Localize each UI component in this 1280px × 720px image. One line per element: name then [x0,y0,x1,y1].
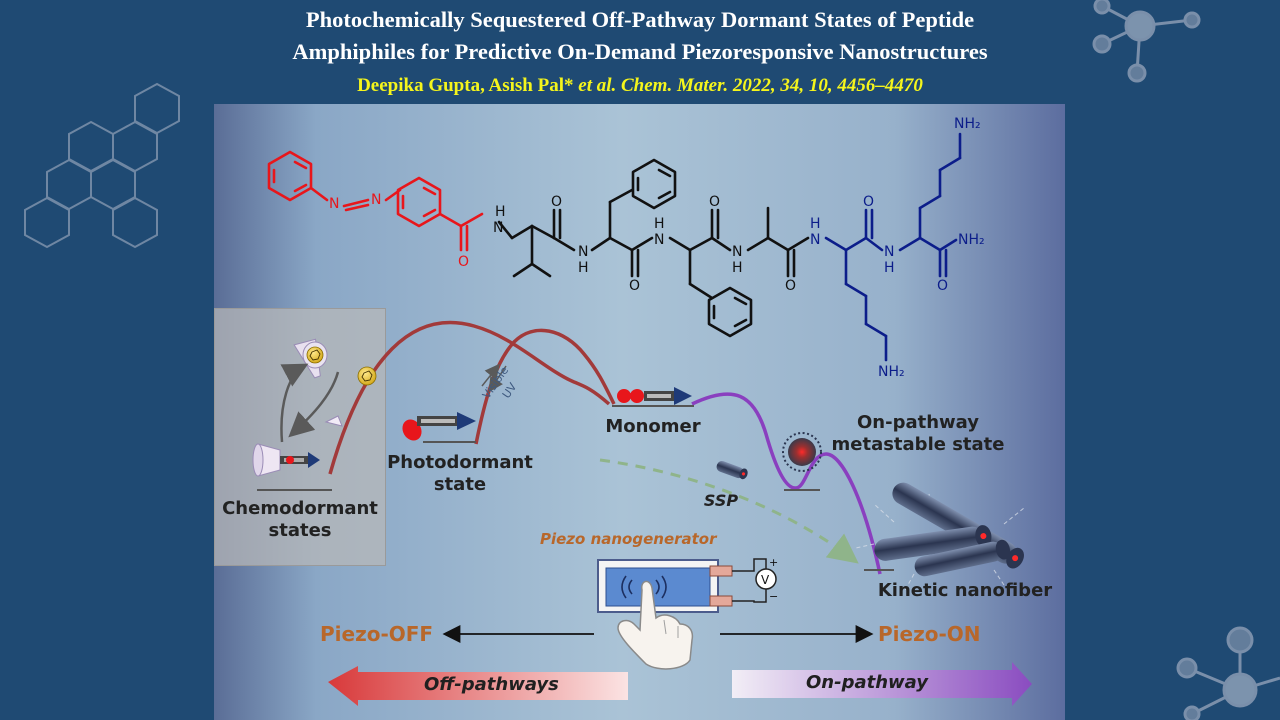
monomer-label: Monomer [605,416,701,437]
on-pathway-label-line2: metastable state [831,434,1005,455]
off-pathways-arrow-icon [328,666,628,706]
peptide-backbone [497,158,810,338]
lysine-groups [824,132,962,362]
atom-o-2: O [551,194,562,210]
on-pathway-metastable-label: On-pathway metastable state [820,412,1016,456]
atom-n-2: N [578,244,588,260]
atom-o-7: O [937,278,948,294]
atom-nh2-bottom: NH₂ [878,364,905,380]
authors: Deepika Gupta, Asish Pal* [357,75,574,96]
kinetic-nanofiber-icon [855,482,1025,593]
title-line-2: Amphiphiles for Predictive On-Demand Pie… [292,39,988,64]
atom-labels: N N O H N O N H O H N O N H O H N O N H … [329,116,985,380]
photodormant-energy-curve [474,328,616,445]
ssp-label: SSP [703,491,739,510]
piezo-nanogenerator-device-icon: V + − [597,556,778,613]
atom-n-5: N [810,232,820,248]
atom-nh2-top: NH₂ [954,116,981,132]
molecule-network-icon-bottom [1176,626,1280,720]
atom-o-4: O [709,194,720,210]
atom-h-2: H [578,260,589,276]
micelle-icon [782,432,822,472]
atom-o-5: O [785,278,796,294]
atom-h-4: H [732,260,743,276]
chemodormant-label-line2: states [268,520,332,541]
chemodormant-complex-icon [252,443,320,477]
azobenzene-group [267,150,484,252]
atom-o-1: O [458,254,469,270]
on-pathway-label-line1: On-pathway [857,412,979,433]
uv-arrow-icon [488,365,507,393]
atom-h-5: H [810,216,821,232]
on-pathway-label: On-pathway [806,672,928,693]
atom-nh2-amide: NH₂ [958,232,985,248]
atom-h-6: H [884,260,895,276]
atom-n-6: N [884,244,894,260]
monomer-molecule-icon [617,387,692,405]
atom-n-1: N [493,220,503,236]
peptide-amphiphile-structure [267,132,962,362]
citation: et al. Chem. Mater. 2022, 34, 10, 4456–4… [578,75,923,96]
photodormant-label-line1: Photodormant [387,452,533,473]
chemodormant-label: Chemodormant states [222,498,378,542]
ssp-pathway-arrow-icon [599,458,859,564]
atom-h-3: H [654,216,665,232]
photodormant-label: Photodormant state [382,452,538,496]
figure-drawing: N N O H N O N H O H N O N H O H N O N H … [252,116,1032,706]
cyclodextrin-cone-top-icon [293,338,328,379]
on-pathway-energy-curve [691,392,882,575]
atom-o-6: O [863,194,874,210]
atom-n-4: N [732,244,742,260]
atom-o-3: O [629,278,640,294]
piezo-nanogenerator-label: Piezo nanogenerator [540,530,717,548]
chemodormant-label-line1: Chemodormant [222,498,378,519]
photodormant-molecule-icon [402,412,476,441]
ssp-fiber-icon [716,460,748,480]
voltmeter-plus: + [769,556,778,569]
author-citation: Deepika Gupta, Asish Pal* et al. Chem. M… [0,74,1280,98]
cyclodextrin-small-icon [324,415,343,427]
photodormant-label-line2: state [433,474,487,495]
kinetic-nanofiber-label: Kinetic nanofiber [877,580,1053,601]
off-pathways-label: Off-pathways [424,674,559,695]
atom-n-azo-2: N [371,192,381,208]
title-line-1: Photochemically Sequestered Off-Pathway … [305,7,975,32]
poster-title: Photochemically Sequestered Off-Pathway … [0,4,1280,68]
voltmeter-label: V [761,573,770,587]
atom-n-azo-1: N [329,196,339,212]
voltmeter-minus: − [769,590,778,603]
atom-n-3: N [654,232,664,248]
molecule-network-icon-top [1092,0,1201,83]
graphical-abstract-panel: N N O H N O N H O H N O N H O H N O N H … [214,104,1065,720]
atom-h-1: H [495,204,506,220]
adamantane-guest-icon [357,366,377,386]
pointing-finger-icon [617,580,694,670]
piezo-off-label: Piezo-OFF [320,622,434,646]
hexagon-cluster-icon [24,82,180,249]
piezo-on-label: Piezo-ON [878,622,981,646]
on-pathway-arrow-icon [732,662,1032,706]
voltmeter-icon [755,568,777,590]
chemodormant-exchange-arrow-icon [280,363,309,443]
chemodormant-return-arrow-icon [288,371,340,438]
